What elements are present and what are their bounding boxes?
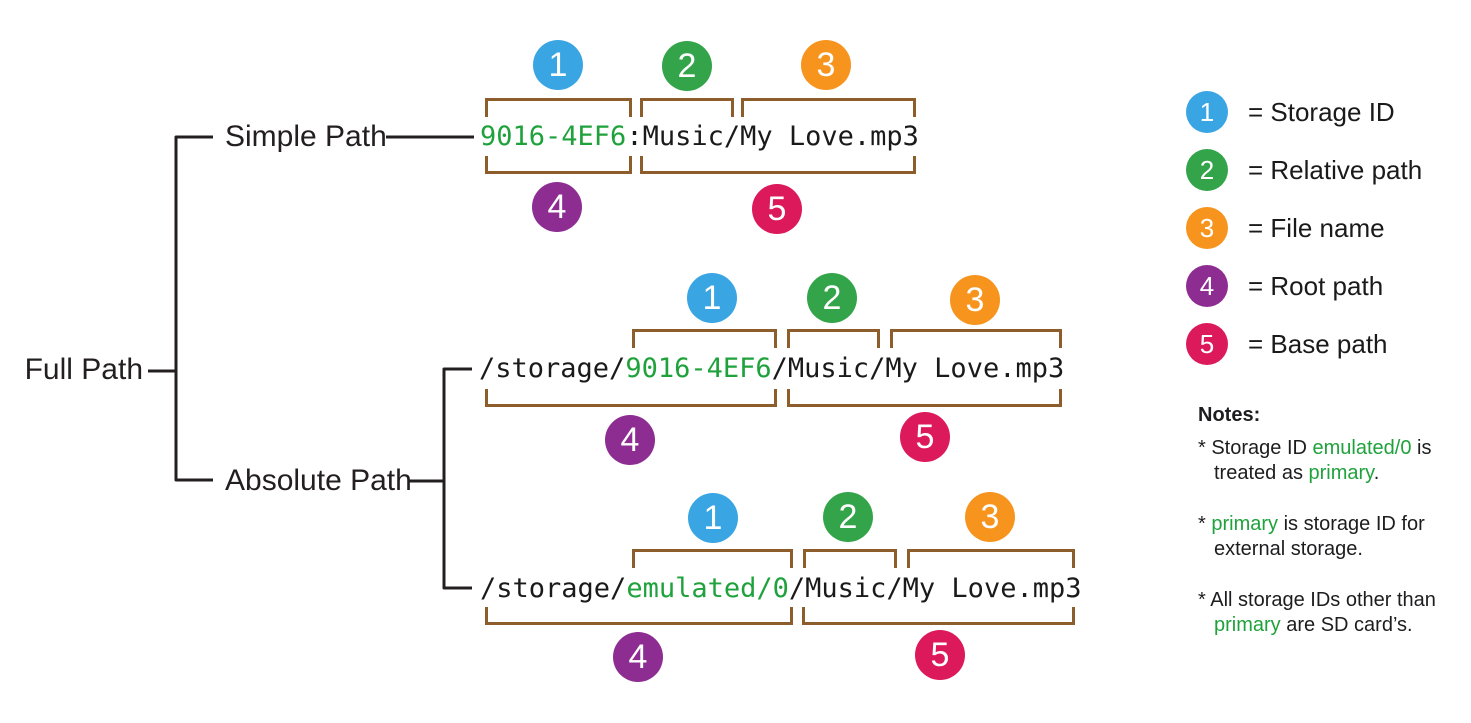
storage-id-bracket — [632, 549, 793, 568]
relative-path-bracket — [640, 98, 734, 117]
note-highlight: primary — [1214, 614, 1281, 636]
note-line: treated as primary. — [1198, 461, 1471, 486]
note-text: is storage ID for — [1278, 513, 1425, 535]
note-highlight: emulated/0 — [1312, 437, 1412, 459]
file-name-marker-circle: 3 — [801, 40, 851, 90]
base-path-marker-circle: 5 — [752, 184, 802, 234]
absolute-path-sd-text: /storage/9016-4EF6/Music/My Love.mp3 — [479, 354, 1064, 384]
full-path-branch — [174, 135, 213, 482]
notes-section: Notes: * Storage ID emulated/0 is treate… — [1198, 403, 1471, 664]
root-path-marker-circle: 4 — [532, 182, 582, 232]
absolute-path-emulated-text: /storage/emulated/0/Music/My Love.mp3 — [480, 574, 1081, 604]
absolute-emulated-storage-id: emulated/0 — [626, 573, 789, 604]
notes-title: Notes: — [1198, 404, 1261, 426]
full-path-label: Full Path — [24, 353, 143, 386]
legend-marker-5-circle: 5 — [1186, 323, 1228, 365]
note-text: * All storage IDs other than — [1198, 589, 1436, 611]
storage-id-bracket — [485, 98, 632, 117]
absolute-path-branch — [442, 367, 472, 590]
note-line: external storage. — [1198, 537, 1471, 562]
base-path-marker-circle: 5 — [900, 412, 950, 462]
legend-item-relative-path: 2 = Relative path — [1186, 149, 1422, 191]
root-path-marker-circle: 4 — [605, 415, 655, 465]
root-path-marker-circle: 4 — [613, 632, 663, 682]
note-text: treated as — [1214, 462, 1309, 484]
file-name-bracket — [890, 329, 1062, 348]
note-line: * Storage ID emulated/0 is — [1198, 436, 1471, 461]
storage-id-marker-circle: 1 — [688, 493, 738, 543]
note-line: * primary is storage ID for — [1198, 512, 1471, 537]
legend-item-storage-id: 1 = Storage ID — [1186, 91, 1422, 133]
note-text: external storage. — [1214, 538, 1363, 560]
storage-id-bracket — [632, 329, 777, 348]
legend-label-relative-path: = Relative path — [1248, 154, 1423, 185]
legend-marker-4-circle: 4 — [1186, 265, 1228, 307]
legend-label-file-name: = File name — [1248, 212, 1385, 243]
relative-path-marker-circle: 2 — [823, 492, 873, 542]
note-text: * Storage ID — [1198, 437, 1313, 459]
root-path-bracket — [485, 156, 632, 174]
absolute-sd-prefix: /storage/ — [479, 353, 626, 384]
note-highlight: primary — [1308, 462, 1374, 484]
storage-id-marker-circle: 1 — [533, 40, 583, 90]
note-text: are SD card’s. — [1280, 614, 1413, 636]
note-line: primary are SD card’s. — [1198, 613, 1471, 638]
file-name-bracket — [741, 98, 916, 117]
base-path-bracket — [640, 156, 916, 174]
legend: 1 = Storage ID 2 = Relative path 3 = Fil… — [1186, 91, 1422, 365]
storage-id-marker-circle: 1 — [687, 273, 737, 323]
simple-path-label: Simple Path — [225, 120, 387, 153]
legend-label-storage-id: = Storage ID — [1248, 96, 1395, 127]
legend-label-root-path: = Root path — [1248, 270, 1384, 301]
file-name-bracket — [907, 549, 1075, 568]
root-path-bracket — [485, 389, 777, 407]
absolute-sd-rest: /Music/My Love.mp3 — [771, 353, 1065, 384]
simple-path-text: 9016-4EF6:Music/My Love.mp3 — [480, 122, 919, 152]
absolute-sd-storage-id: 9016-4EF6 — [625, 353, 772, 384]
absolute-emulated-prefix: /storage/ — [480, 573, 627, 604]
note-line: * All storage IDs other than — [1198, 588, 1471, 613]
note-highlight: primary — [1211, 513, 1279, 535]
note-primary-external-storage: * primary is storage ID for external sto… — [1198, 512, 1471, 562]
file-name-marker-circle: 3 — [950, 275, 1000, 325]
legend-marker-1-circle: 1 — [1186, 91, 1228, 133]
base-path-marker-circle: 5 — [915, 630, 965, 680]
note-emulated-treated-as-primary: * Storage ID emulated/0 is treated as pr… — [1198, 436, 1471, 486]
relative-path-bracket — [803, 549, 897, 568]
note-text: is — [1411, 437, 1432, 459]
simple-path-storage-id: 9016-4EF6 — [480, 121, 627, 152]
relative-path-bracket — [787, 329, 880, 348]
note-text: * — [1198, 513, 1212, 535]
note-other-ids-sd-cards: * All storage IDs other than primary are… — [1198, 588, 1471, 638]
base-path-bracket — [802, 607, 1075, 625]
legend-label-base-path: = Base path — [1248, 328, 1388, 359]
legend-item-base-path: 5 = Base path — [1186, 323, 1422, 365]
legend-item-file-name: 3 = File name — [1186, 207, 1422, 249]
note-text: . — [1373, 462, 1380, 484]
legend-item-root-path: 4 = Root path — [1186, 265, 1422, 307]
absolute-path-label: Absolute Path — [225, 464, 412, 497]
relative-path-marker-circle: 2 — [807, 273, 857, 323]
absolute-emulated-rest: /Music/My Love.mp3 — [788, 573, 1082, 604]
simple-path-rest: :Music/My Love.mp3 — [626, 121, 919, 152]
legend-marker-3-circle: 3 — [1186, 207, 1228, 249]
file-name-marker-circle: 3 — [965, 492, 1015, 542]
relative-path-marker-circle: 2 — [662, 41, 712, 91]
legend-marker-2-circle: 2 — [1186, 149, 1228, 191]
root-path-bracket — [485, 607, 793, 625]
base-path-bracket — [787, 389, 1062, 407]
